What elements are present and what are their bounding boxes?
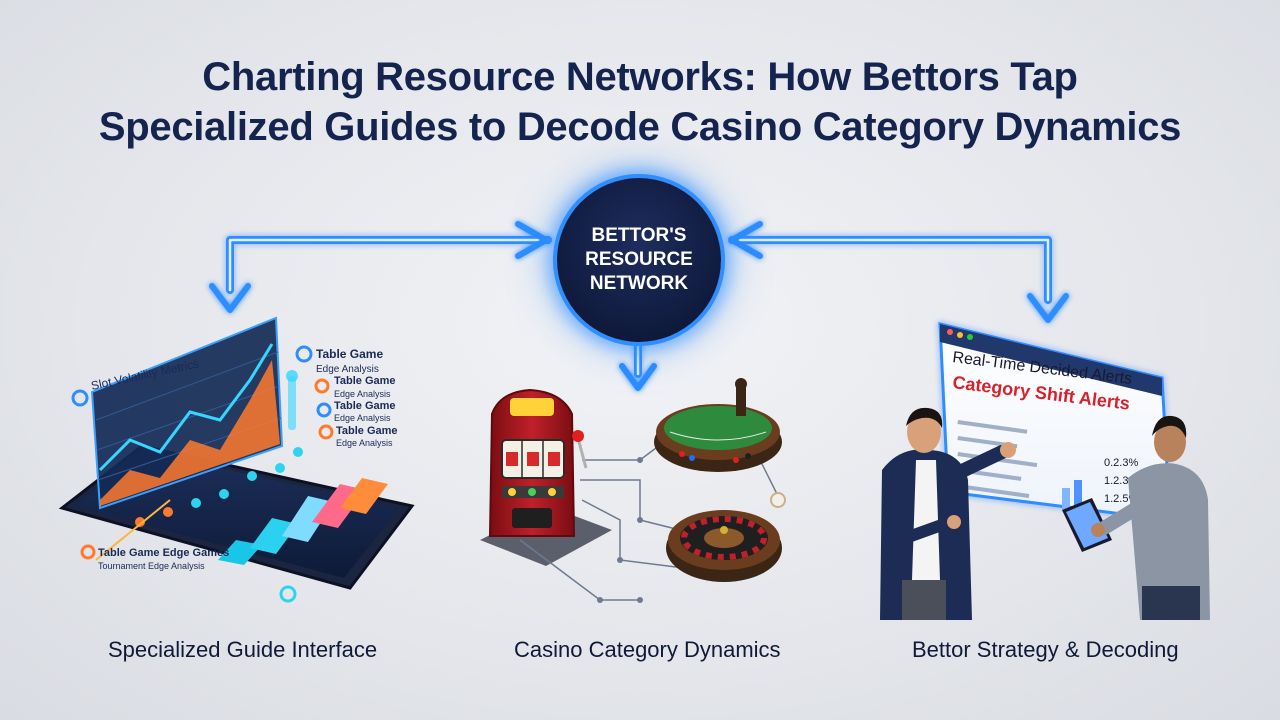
hub-label-line-2: RESOURCE xyxy=(585,249,693,270)
label-table-game-5-sub: Tournament Edge Analysis xyxy=(98,561,205,571)
volatility-area xyxy=(100,360,280,506)
hub-label-line-3: NETWORK xyxy=(589,273,689,294)
roulette-wheel xyxy=(666,492,786,582)
alert-value-1: 0.2.3% xyxy=(1104,457,1138,469)
alert-screen xyxy=(938,322,1172,522)
page-title: Charting Resource Networks: How Bettors … xyxy=(0,52,1280,152)
metric-dots xyxy=(135,447,303,527)
title-line-2: Specialized Guides to Decode Casino Cate… xyxy=(98,105,1182,149)
label-table-game-4: Table Game xyxy=(336,425,398,437)
arrow-hub-to-left xyxy=(226,236,552,294)
label-table-game-5: Table Game Edge Games xyxy=(98,547,229,559)
resource-network-hub: BETTOR'S RESOURCE NETWORK xyxy=(557,178,721,342)
caption-specialized-guide: Specialized Guide Interface xyxy=(108,637,378,662)
bettor-person-left xyxy=(880,407,1016,620)
label-table-game-1-sub: Edge Analysis xyxy=(316,364,379,375)
caption-bettor-strategy: Bettor Strategy & Decoding xyxy=(912,637,1179,662)
hub-label-line-1: BETTOR'S xyxy=(591,225,687,246)
label-table-game-4-sub: Edge Analysis xyxy=(336,438,393,448)
volatility-line xyxy=(98,343,274,472)
hub-label: BETTOR'S RESOURCE NETWORK xyxy=(574,224,704,296)
bar-chart-floor xyxy=(218,478,388,565)
bettor-person-right xyxy=(1062,415,1210,620)
label-table-game-3-sub: Edge Analysis xyxy=(334,413,391,423)
title-line-1: Charting Resource Networks: How Bettors … xyxy=(202,55,1078,99)
network-arrows xyxy=(209,221,1069,391)
arrow-hub-to-right xyxy=(728,236,1052,304)
slot-machine xyxy=(488,388,588,537)
guide-tablet xyxy=(58,316,415,603)
card-table xyxy=(654,378,782,472)
casino-category-graphic xyxy=(480,378,786,603)
label-table-game-2-sub: Edge Analysis xyxy=(334,389,391,399)
label-table-game-3: Table Game xyxy=(334,400,396,412)
label-table-game-2: Table Game xyxy=(334,375,396,387)
caption-casino-dynamics: Casino Category Dynamics xyxy=(514,637,781,662)
label-table-game-1: Table Game xyxy=(316,347,383,361)
